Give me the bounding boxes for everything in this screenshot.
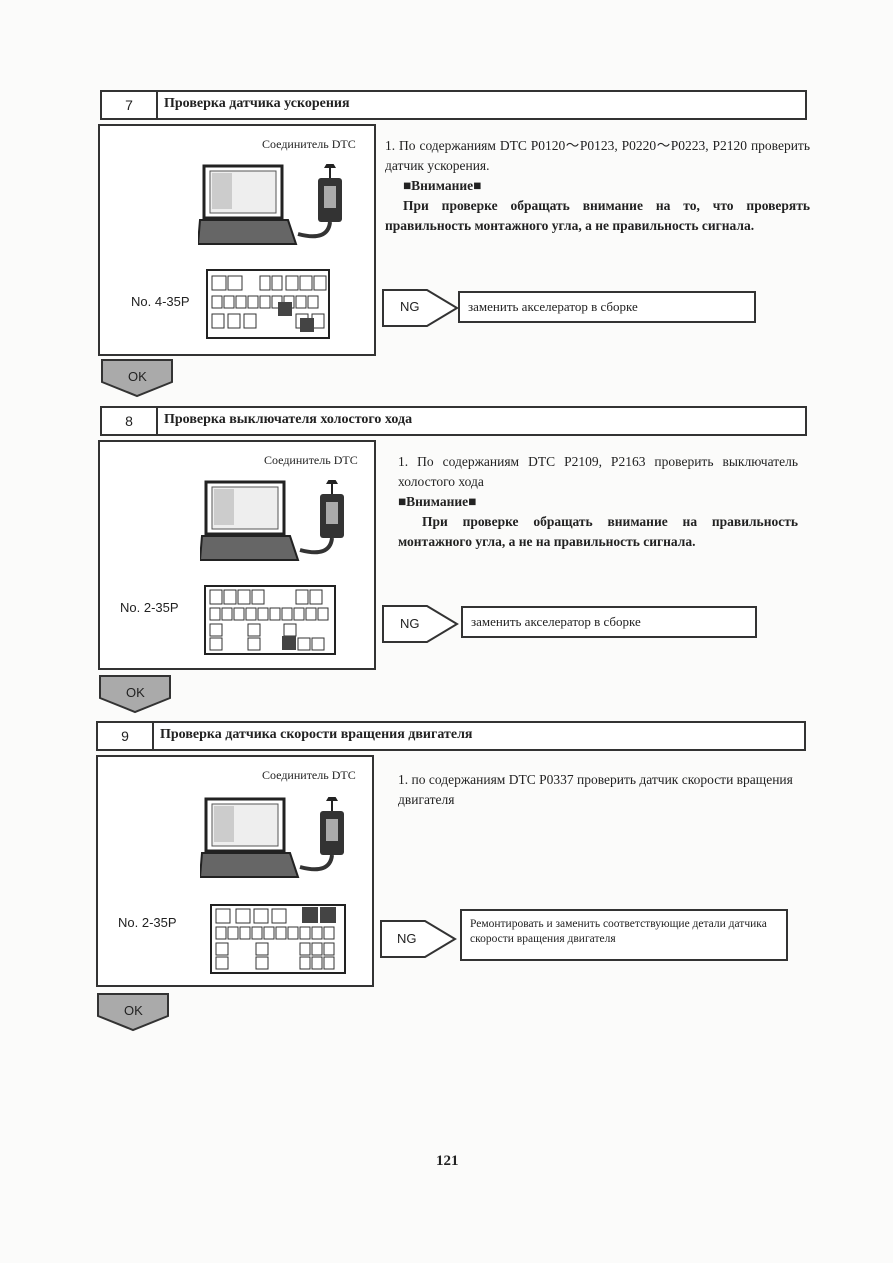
section-7-title: Проверка датчика ускорения [164,96,350,111]
ng-action-box: заменить акселератор в сборке [458,291,756,323]
section-7-number: 7 [102,92,158,118]
part-number: No. 2-35P [118,915,177,930]
ok-arrow [99,675,171,714]
ng-arrow [382,605,459,643]
section-8-title: Проверка выключателя холостого хода [164,412,413,427]
section-7-instructions: 1. По содержаниям DTC P0120～P0123, P0220… [385,136,810,236]
section-9-header: 9 Проверка датчика скорости вращения дви… [96,721,806,751]
part-number: No. 2-35P [120,600,179,615]
ng-action-box: заменить акселератор в сборке [461,606,757,638]
section-8-instructions: 1. По содержаниям DTC P2109, P2163 прове… [398,452,798,552]
section-9-diagram: Соединитель DTC No. 2-35P [96,755,374,987]
ok-arrow [101,359,173,398]
ok-label: OK [128,369,147,384]
section-9-instructions: 1. по содержаниям DTC P0337 проверить да… [398,770,798,810]
connector-pinout [206,269,330,339]
ok-label: OK [126,685,145,700]
attention-text: При проверке обращать внимание на правил… [398,514,798,549]
section-8-number: 8 [102,408,158,434]
section-7-diagram: Соединитель DTC No. 4-35P [98,124,376,356]
attention-label: ■Внимание■ [403,178,482,193]
connector-label: Соединитель DTC [264,453,358,467]
attention-text: При проверке обращать внимание на то, чт… [385,198,810,233]
attention-label: ■Внимание■ [398,494,477,509]
ok-label: OK [124,1003,143,1018]
connector-label: Соединитель DTC [262,137,356,151]
ng-arrow [380,920,457,958]
instruction-line: 1. По содержаниям DTC P2109, P2163 прове… [398,454,798,489]
ng-arrow [382,289,459,327]
section-9-number: 9 [98,723,154,749]
section-8-diagram: Соединитель DTC No. 2-35P [98,440,376,670]
connector-pinout [210,904,346,974]
ng-action-box: Ремонтировать и заменить соответствующие… [460,909,788,961]
laptop-icon [198,164,342,245]
ng-label: NG [397,931,417,946]
laptop-icon [200,480,344,561]
section-7-header: 7 Проверка датчика ускорения [100,90,807,120]
connector-label: Соединитель DTC [262,768,356,782]
page-number: 121 [436,1153,459,1169]
part-number: No. 4-35P [131,294,190,309]
instruction-line: 1. По содержаниям DTC P0120～P0123, P0220… [385,138,810,173]
ng-label: NG [400,299,420,314]
section-8-header: 8 Проверка выключателя холостого хода [100,406,807,436]
section-9-title: Проверка датчика скорости вращения двига… [160,727,473,742]
laptop-icon [200,797,344,878]
connector-pinout [204,585,336,655]
ng-label: NG [400,616,420,631]
ok-arrow [97,993,169,1032]
instruction-line: 1. по содержаниям DTC P0337 проверить да… [398,772,793,807]
